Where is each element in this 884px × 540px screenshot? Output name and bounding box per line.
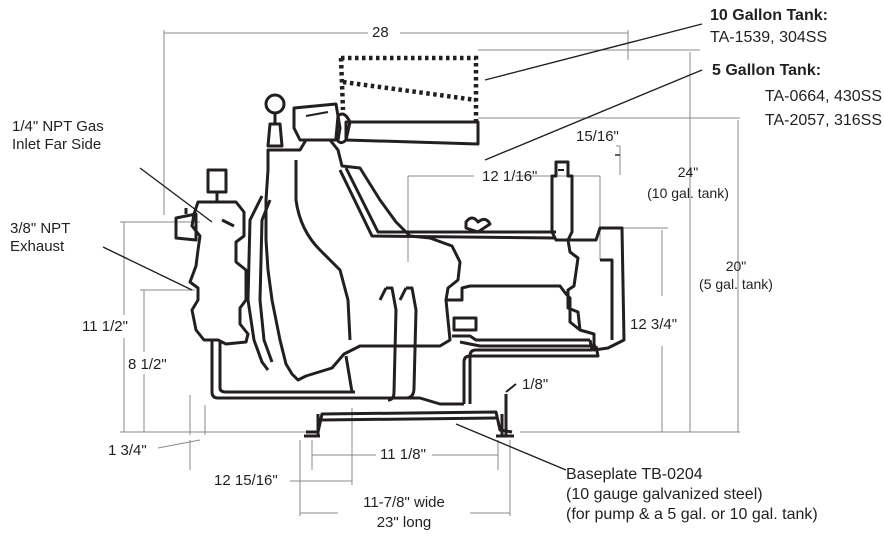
dimension-height-10gal-note: (10 gal. tank) bbox=[647, 185, 729, 201]
pump-body bbox=[174, 93, 626, 438]
callout-baseplate-line1: Baseplate TB-0204 bbox=[566, 466, 703, 483]
callout-5gal-title: 5 Gallon Tank: bbox=[712, 62, 822, 79]
dimension-inlet-to-base: 12 15/16" bbox=[214, 472, 278, 489]
dimension-exhaust-height: 11 1/2" bbox=[82, 318, 128, 335]
dimension-height-10gal-value: 24" bbox=[677, 164, 699, 180]
callout-exhaust-line1: 3/8" NPT bbox=[10, 220, 71, 237]
dimension-height-5gal-value: 20" bbox=[725, 258, 747, 274]
tank-10gal-outline bbox=[338, 55, 479, 122]
dimension-base-mount-span: 11 1/8" bbox=[380, 446, 426, 463]
dimension-outlet-height: 12 3/4" bbox=[630, 316, 678, 333]
callout-10gal-model: TA-1539, 304SS bbox=[710, 29, 828, 46]
dimension-overall-width: 28 bbox=[372, 24, 389, 41]
leader-lines bbox=[102, 23, 703, 471]
dimension-base-size-width: 11-7/8" wide bbox=[363, 494, 445, 511]
dimension-base-size-length: 23" long bbox=[376, 514, 432, 531]
dimension-tank-to-outlet: 12 1/16" bbox=[482, 168, 538, 185]
callout-5gal-model-a: TA-0664, 430SS bbox=[764, 88, 882, 105]
dimension-inlet-offset: 1 3/4" bbox=[108, 442, 147, 459]
dimension-height-5gal-note: (5 gal. tank) bbox=[699, 276, 773, 292]
callout-baseplate-line3: (for pump & a 5 gal. or 10 gal. tank) bbox=[566, 506, 818, 523]
callout-10gal-title: 10 Gallon Tank: bbox=[710, 7, 828, 24]
dimension-base-thickness: 1/8" bbox=[522, 376, 549, 393]
callout-baseplate-line2: (10 gauge galvanized steel) bbox=[566, 486, 763, 503]
dimension-fitting-spacing: 15/16" bbox=[576, 128, 619, 145]
dimension-gas-inlet-height: 8 1/2" bbox=[128, 356, 167, 373]
callout-exhaust-line2: Exhaust bbox=[10, 238, 65, 255]
callout-gas-inlet-line1: 1/4" NPT Gas bbox=[12, 118, 104, 135]
callout-5gal-model-b: TA-2057, 316SS bbox=[764, 112, 882, 129]
callout-gas-inlet-line2: Inlet Far Side bbox=[12, 136, 102, 153]
dimension-lines bbox=[120, 30, 740, 516]
